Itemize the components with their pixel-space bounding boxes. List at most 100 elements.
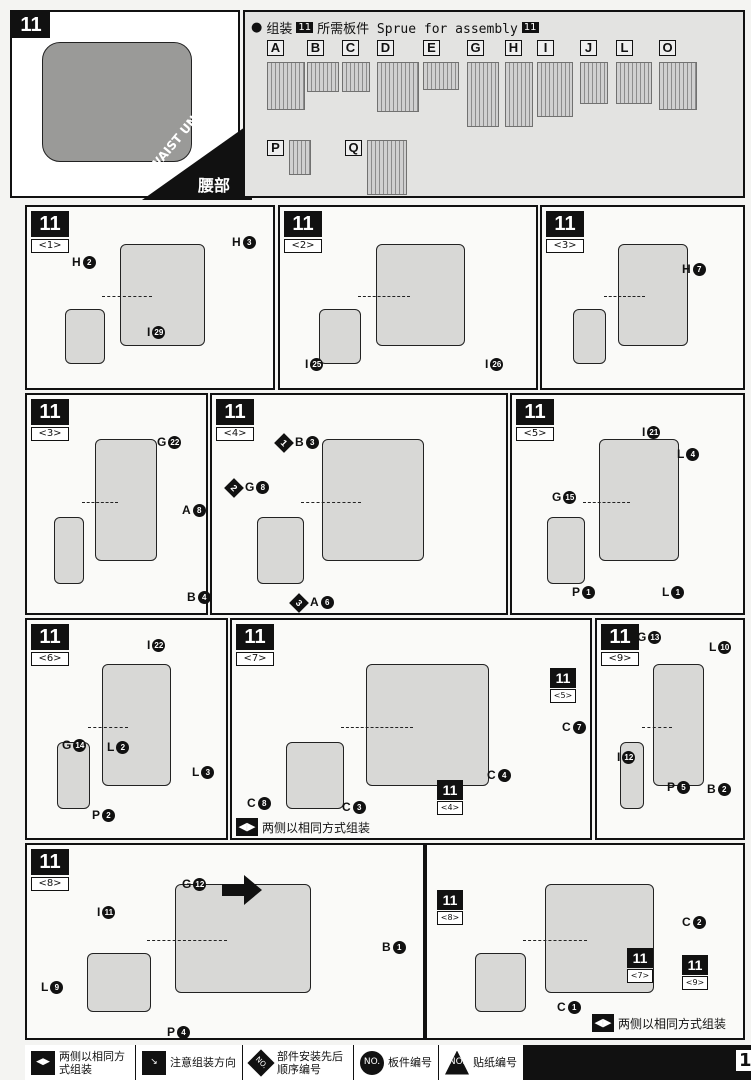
part-letter: C: [487, 768, 496, 782]
step-number: 11: [216, 399, 254, 425]
step-number: 11: [31, 624, 69, 650]
part-illustration-piece: [256, 517, 305, 584]
sprue-label-D: D: [377, 40, 394, 56]
step-number: 11: [516, 399, 554, 425]
part-letter: L: [192, 765, 200, 779]
substep-tag: <5>: [516, 427, 554, 441]
part-number: 22: [168, 436, 182, 450]
sprue-title: ● 组装 11 所需板件 Sprue for assembly 11: [251, 20, 539, 37]
note-text: 两侧以相同方式组装: [618, 1016, 727, 1031]
part-number: 7: [692, 263, 706, 277]
part-number: 3: [305, 436, 319, 450]
part-letter: G: [552, 490, 562, 504]
part-number: 4: [177, 1026, 191, 1040]
sprue-label-G: G: [467, 40, 484, 56]
legend-icon-sticker: NO.: [445, 1050, 469, 1075]
legend-text: 注意组装方向: [170, 1056, 236, 1069]
ref-substep-tag: <7>: [627, 969, 653, 983]
part-letter: I: [485, 357, 489, 371]
legend-icon-direction: ↘: [142, 1050, 166, 1075]
assembly-guide-line: [582, 501, 630, 503]
part-letter: I: [147, 325, 151, 339]
assembly-guide-line: [523, 939, 587, 941]
part-number: 29: [152, 326, 166, 340]
part-number: 15: [563, 491, 577, 505]
legend-text: 板件编号: [388, 1056, 432, 1069]
part-number: 13: [648, 631, 662, 645]
assembly-guide-line: [87, 726, 129, 728]
part-letter: G: [182, 877, 192, 891]
part-illustration-piece: [57, 742, 90, 809]
sprue-C-thumbnail: [342, 62, 370, 92]
legend-text: 贴纸编号: [473, 1056, 517, 1069]
part-number: 25: [310, 358, 324, 372]
part-letter: G: [637, 630, 647, 644]
note-text: 两侧以相同方式组装: [262, 820, 371, 835]
part-number: 11: [102, 906, 116, 920]
sprue-label-O: O: [659, 40, 676, 56]
part-illustration-main: [617, 244, 688, 346]
sprue-label-Q: Q: [345, 140, 362, 156]
ref-substep-tag: <5>: [550, 689, 576, 703]
part-letter: P: [92, 808, 101, 822]
ref-substep-tag: <8>: [437, 911, 463, 925]
sprue-I-thumbnail: [537, 62, 573, 117]
legend-icon-order: NO.: [247, 1048, 275, 1077]
step-header-box: 11 WAIST UNIT 腰部: [10, 10, 252, 200]
part-illustration-piece: [547, 517, 585, 584]
part-number: 7: [572, 721, 586, 735]
part-letter: L: [107, 740, 115, 754]
part-number: 6: [320, 596, 334, 610]
part-letter: P: [572, 585, 581, 599]
part-letter: G: [245, 480, 255, 494]
sprue-O-thumbnail: [659, 62, 697, 110]
sprue-Q-thumbnail: [367, 140, 407, 195]
part-illustration-piece: [87, 953, 151, 1013]
part-letter: I: [617, 750, 621, 764]
sprue-H-thumbnail: [505, 62, 533, 127]
part-number: 9: [50, 981, 64, 995]
part-number: 2: [82, 256, 96, 270]
substep-tag: <7>: [236, 652, 274, 666]
assembly-guide-line: [603, 295, 645, 297]
part-letter: C: [247, 796, 256, 810]
part-number: 8: [257, 797, 271, 811]
part-illustration-piece: [286, 742, 345, 809]
ref-step-number: 11: [550, 668, 576, 688]
part-letter: A: [310, 595, 319, 609]
part-number: 1: [567, 1001, 581, 1015]
assembly-guide-line: [102, 295, 152, 297]
part-letter: B: [295, 435, 304, 449]
part-number: 5: [677, 781, 691, 795]
substep-tag: <4>: [216, 427, 254, 441]
part-illustration-main: [175, 884, 311, 993]
part-letter: P: [667, 780, 676, 794]
substep-tag: <3>: [546, 239, 584, 253]
part-letter: L: [709, 640, 717, 654]
part-illustration-main: [376, 244, 465, 346]
both-sides-icon: ◀▶: [592, 1014, 614, 1032]
sprue-L-thumbnail: [616, 62, 652, 104]
part-number: 3: [242, 236, 256, 250]
part-illustration-main: [365, 664, 490, 787]
part-letter: G: [157, 435, 167, 449]
